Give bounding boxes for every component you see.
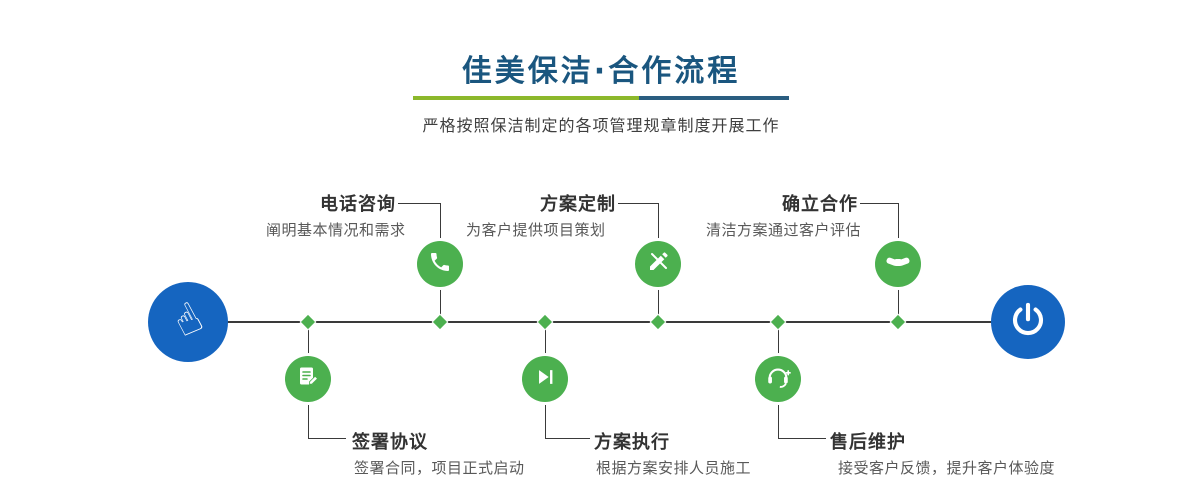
step-title: 方案执行 (594, 432, 670, 453)
pointing-hand-icon: ☝ (164, 291, 211, 348)
connector-line (618, 203, 658, 204)
timeline-diamond (432, 314, 448, 330)
step-circle-design (635, 241, 681, 287)
step-title: 方案定制 (540, 194, 616, 215)
title-divider (413, 96, 789, 100)
step-desc: 接受客户反馈，提升客户体验度 (838, 459, 1056, 477)
step-circle-contract (285, 356, 331, 402)
connector-line (860, 203, 898, 204)
step-circle-phone (417, 241, 463, 287)
step-desc: 根据方案安排人员施工 (596, 459, 752, 477)
step-circle-cooperation (875, 241, 921, 287)
connector-line (398, 203, 440, 204)
play-icon (534, 366, 556, 392)
page-subtitle: 严格按照保洁制定的各项管理规章制度开展工作 (422, 116, 780, 135)
step-desc: 为客户提供项目策划 (466, 221, 606, 239)
step-title: 电话咨询 (320, 194, 396, 215)
step-title: 确立合作 (782, 194, 858, 215)
step-desc: 签署合同，项目正式启动 (354, 459, 525, 477)
connector-line (308, 438, 346, 439)
divider-blue-segment (639, 96, 789, 100)
timeline-line (188, 321, 1028, 323)
start-node: ☝ (148, 282, 228, 362)
headset-plus-icon (765, 364, 791, 394)
step-desc: 清洁方案通过客户评估 (706, 221, 862, 239)
pencil-ruler-icon (646, 250, 670, 278)
timeline-diamond (770, 314, 786, 330)
step-title: 签署协议 (352, 432, 428, 453)
timeline-diamond (300, 314, 316, 330)
timeline-diamond (650, 314, 666, 330)
step-title: 售后维护 (830, 432, 906, 453)
divider-green-segment (413, 96, 639, 100)
contract-icon (296, 365, 320, 393)
page-title: 佳美保洁·合作流程 (461, 54, 741, 89)
step-circle-execute (522, 356, 568, 402)
power-icon (1009, 301, 1047, 343)
timeline-diamond (537, 314, 553, 330)
connector-line (778, 438, 826, 439)
phone-icon (428, 250, 452, 278)
timeline-diamond (890, 314, 906, 330)
handshake-icon (884, 248, 912, 280)
step-circle-aftersales (755, 356, 801, 402)
end-node (991, 285, 1065, 359)
step-desc: 阐明基本情况和需求 (266, 221, 406, 239)
connector-line (545, 438, 590, 439)
